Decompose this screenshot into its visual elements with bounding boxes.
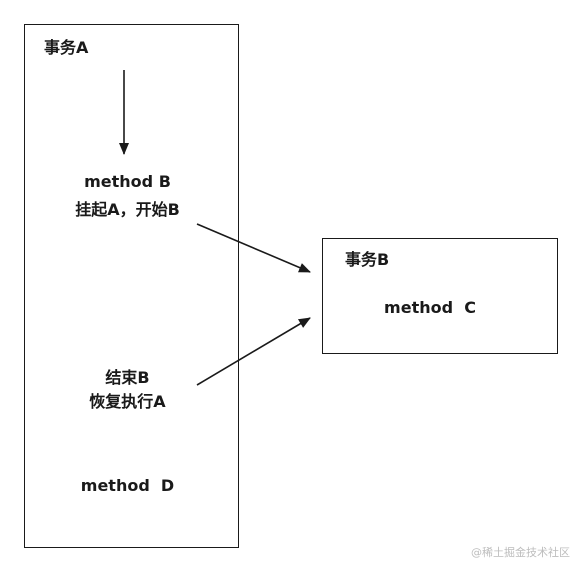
suspend-a-start-b-label: 挂起A，开始B	[75, 200, 180, 219]
transaction-a-box	[24, 24, 239, 548]
end-b-label: 结束B	[105, 368, 150, 387]
watermark: @稀土掘金技术社区	[471, 546, 570, 559]
return-arrow-to-a	[196, 317, 311, 386]
method-b-label: method B	[84, 172, 171, 191]
method-d-label: method D	[80, 476, 175, 495]
transaction-a-title: 事务A	[44, 38, 89, 57]
transaction-b-box	[322, 238, 558, 354]
transaction-b-title: 事务B	[345, 250, 390, 269]
call-arrow-to-b	[196, 223, 311, 273]
method-c-label: method C	[384, 298, 476, 317]
resume-a-label: 恢复执行A	[89, 392, 166, 411]
